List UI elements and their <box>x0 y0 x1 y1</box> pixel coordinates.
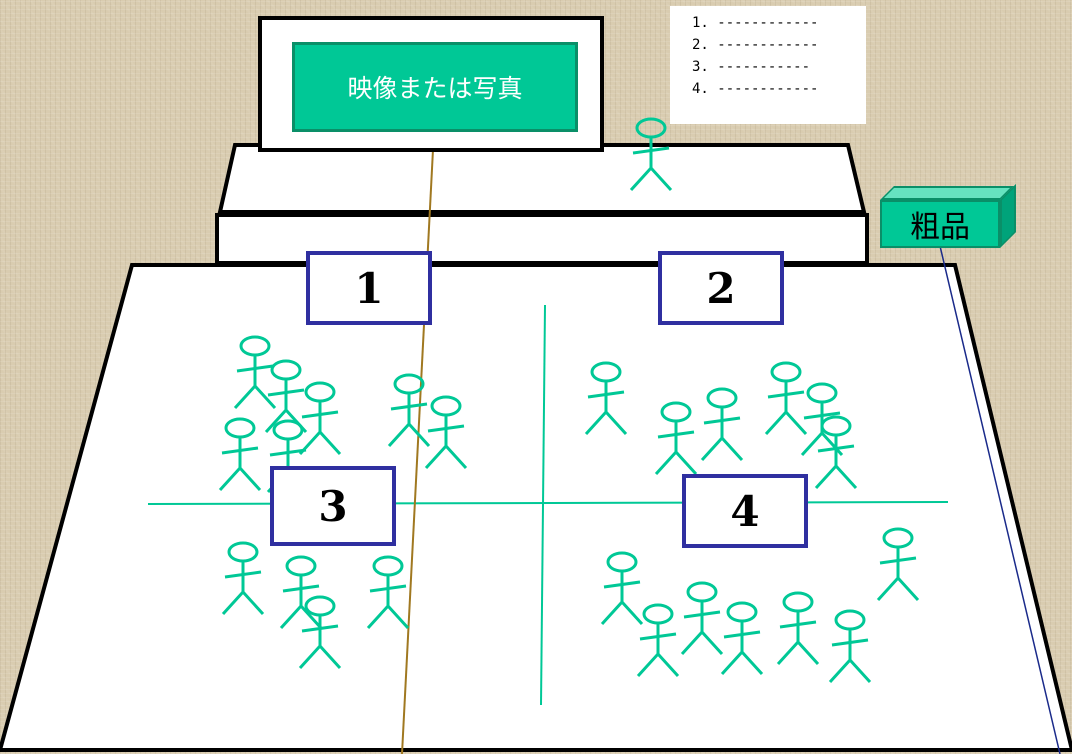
agenda-item: 4. ------------ <box>692 81 819 97</box>
audience-figures <box>218 117 920 684</box>
agenda-item: 3. ----------- <box>692 59 811 75</box>
person-figure <box>636 603 680 678</box>
person-figure <box>233 335 277 410</box>
stage-top <box>217 143 867 214</box>
person-figure <box>298 595 342 670</box>
person-figure <box>800 382 844 457</box>
person-figure <box>424 395 468 470</box>
zone-label-1: 1 <box>306 251 432 325</box>
agenda-list: 1. ------------ 2. ------------ 3. -----… <box>670 6 866 124</box>
person-figure <box>584 361 628 436</box>
pointer-line <box>401 129 435 754</box>
person-figure <box>600 551 644 626</box>
person-figure <box>279 555 323 630</box>
person-figure <box>814 415 858 490</box>
person-figure <box>218 417 262 492</box>
agenda-item: 1. ------------ <box>692 15 819 31</box>
zone-label-2: 2 <box>658 251 784 325</box>
prize-box-top <box>880 186 1014 200</box>
person-figure <box>764 361 808 436</box>
person-figure <box>776 591 820 666</box>
person-figure <box>387 373 431 448</box>
floor-area <box>0 263 1072 752</box>
person-figure <box>680 581 724 656</box>
zone-label-3: 3 <box>270 466 396 546</box>
prize-box: 粗品 <box>880 200 1000 248</box>
person-figure <box>700 387 744 462</box>
person-figure <box>720 601 764 676</box>
person-figure <box>629 117 673 192</box>
person-figure <box>828 609 872 684</box>
vertical-divider <box>540 304 546 706</box>
media-display: 映像または写真 <box>292 42 578 132</box>
person-figure <box>366 555 410 630</box>
zone-label-4: 4 <box>682 474 808 548</box>
person-figure <box>876 527 920 602</box>
person-figure <box>654 401 698 476</box>
agenda-item: 2. ------------ <box>692 37 819 53</box>
person-figure <box>221 541 265 616</box>
prize-guide-line <box>939 245 1061 754</box>
